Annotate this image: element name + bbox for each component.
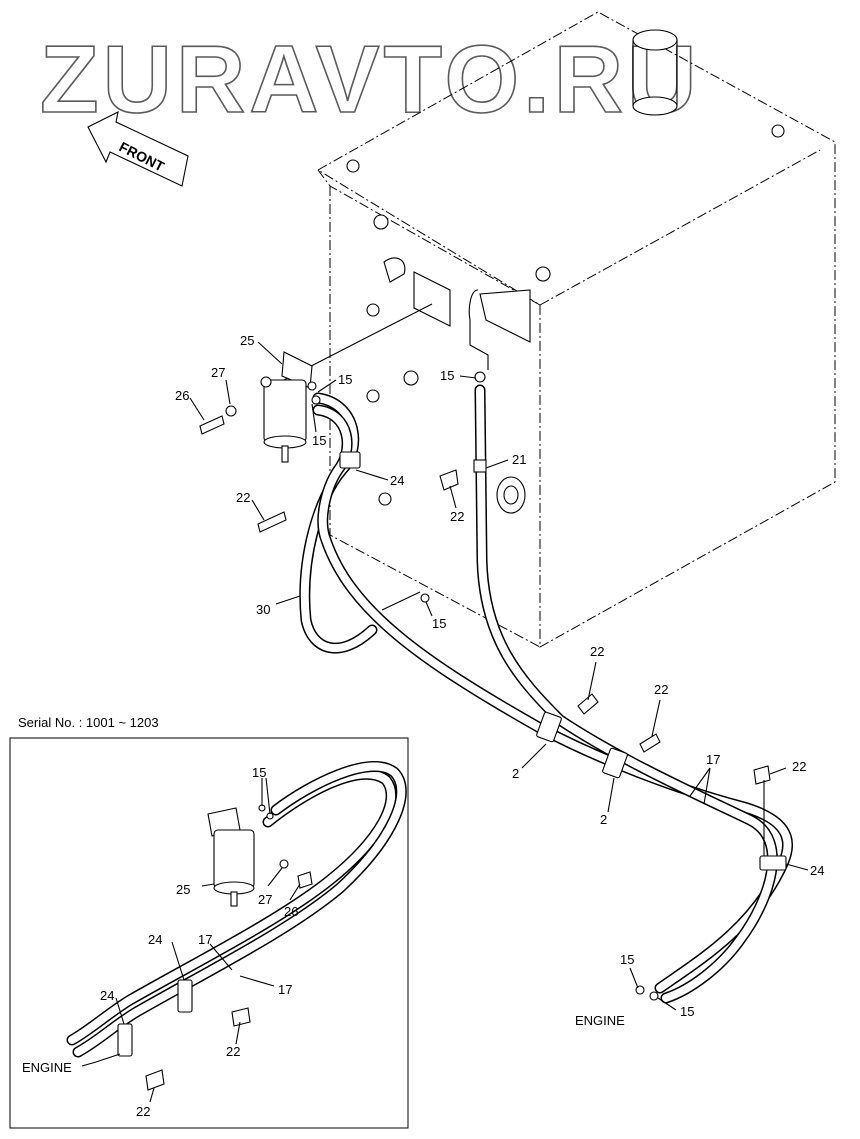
watermark: ZURAVTO.RU xyxy=(40,26,700,133)
callout-leaders xyxy=(189,341,809,1011)
callout-27: 27 xyxy=(211,365,225,380)
callout-15: 15 xyxy=(440,368,454,383)
inset-callout-15: 15 xyxy=(252,765,266,780)
callout-15: 15 xyxy=(620,952,634,967)
callout-24: 24 xyxy=(390,473,404,488)
callout-24: 24 xyxy=(810,863,824,878)
callout-26: 26 xyxy=(175,388,189,403)
callout-15: 15 xyxy=(680,1004,694,1019)
callout-2: 2 xyxy=(600,812,607,827)
engine-label: ENGINE xyxy=(575,1013,625,1028)
inset-callout-22: 22 xyxy=(226,1044,240,1059)
callout-17: 17 xyxy=(706,752,720,767)
inset-callout-22: 22 xyxy=(136,1104,150,1119)
inset-callout-17: 17 xyxy=(278,982,292,997)
callout-22: 22 xyxy=(236,490,250,505)
fuel-filter xyxy=(260,351,313,463)
callout-15: 15 xyxy=(338,372,352,387)
callout-22: 22 xyxy=(450,509,464,524)
callout-22: 22 xyxy=(792,759,806,774)
inset-callout-27: 27 xyxy=(258,892,272,907)
inset-callout-26: 26 xyxy=(284,904,298,919)
fuel-hoses xyxy=(299,384,794,1004)
fuel-tank xyxy=(279,11,836,648)
callout-22: 22 xyxy=(654,682,668,697)
inset-callout-24: 24 xyxy=(100,988,114,1003)
callout-30: 30 xyxy=(256,602,270,617)
inset-callout-17: 17 xyxy=(198,932,212,947)
callout-2: 2 xyxy=(512,766,519,781)
callout-15: 15 xyxy=(432,616,446,631)
callout-22: 22 xyxy=(590,644,604,659)
inset-callout-25: 25 xyxy=(176,882,190,897)
callout-21: 21 xyxy=(512,452,526,467)
serial-label: Serial No. : 1001 ~ 1203 xyxy=(18,715,159,730)
inset-callout-24: 24 xyxy=(148,932,162,947)
inset-frame xyxy=(9,737,409,1129)
bolts xyxy=(199,371,771,1001)
callout-15: 15 xyxy=(312,433,326,448)
callout-25: 25 xyxy=(240,333,254,348)
inset-diagram xyxy=(66,761,407,1103)
inset-engine-label: ENGINE xyxy=(22,1060,72,1075)
